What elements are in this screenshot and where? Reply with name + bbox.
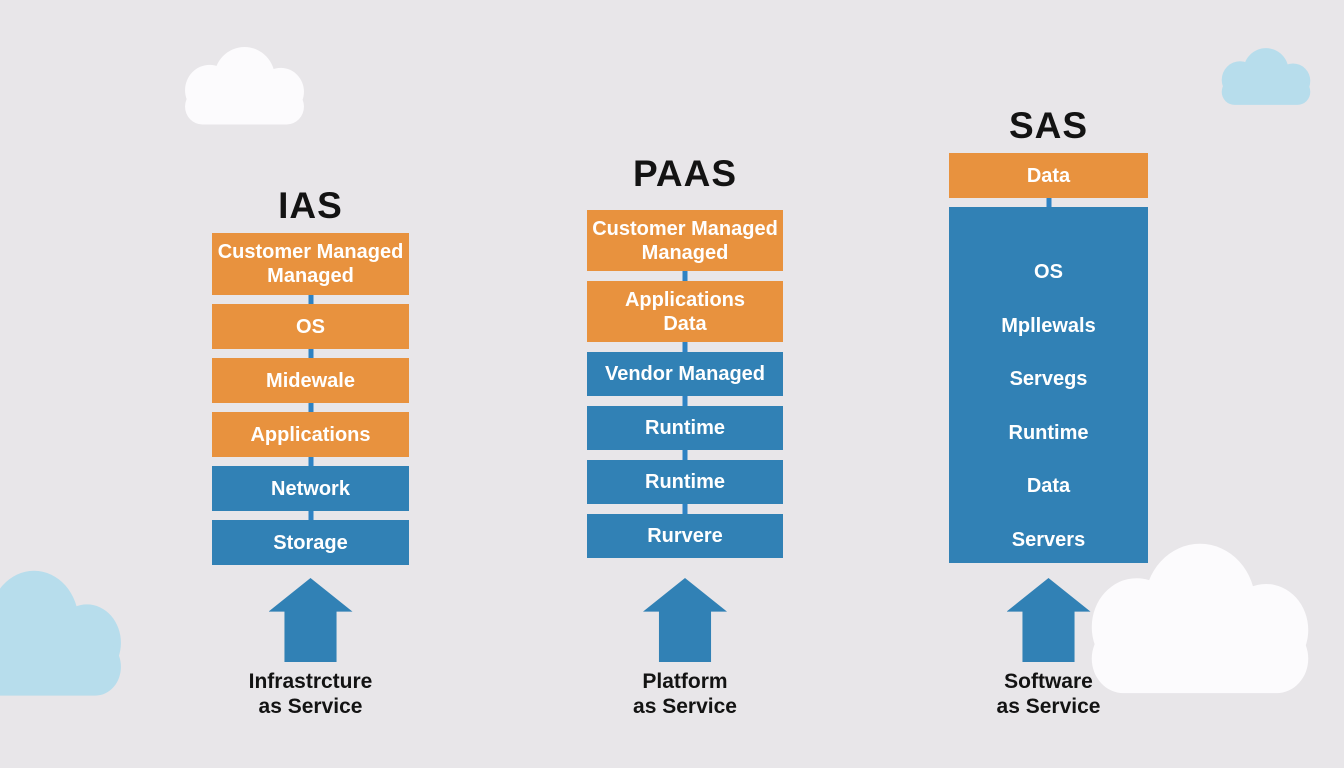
column-ias: IAS Customer Managed Managed OS Midewale… bbox=[212, 186, 409, 719]
service-box: Midewale bbox=[212, 358, 409, 403]
service-box: Storage bbox=[212, 520, 409, 565]
up-arrow-icon bbox=[1006, 578, 1091, 662]
service-box: OS bbox=[212, 304, 409, 349]
up-arrow-icon bbox=[643, 578, 727, 662]
service-box: Applications bbox=[212, 412, 409, 457]
service-box: Runtime bbox=[587, 460, 783, 504]
column-paas-caption: Platform as Service bbox=[633, 670, 737, 718]
column-ias-caption: Infrastrcture as Service bbox=[248, 670, 373, 718]
column-sas-stack: Data OS Mpllewals Servegs Runtime Data S… bbox=[949, 153, 1148, 563]
column-ias-stack: Customer Managed Managed OS Midewale App… bbox=[212, 233, 409, 565]
column-sas: SAS Data OS Mpllewals Servegs Runtime Da… bbox=[949, 106, 1148, 719]
service-box: Vendor Managed bbox=[587, 352, 783, 396]
cloud-bottom-left-icon bbox=[0, 570, 121, 696]
service-box: Runtime bbox=[587, 406, 783, 450]
big-box-item: Runtime bbox=[1008, 421, 1089, 444]
big-box-item: Mpllewals bbox=[1001, 314, 1096, 337]
column-ias-title: IAS bbox=[278, 185, 343, 226]
column-sas-title: SAS bbox=[1008, 105, 1089, 146]
service-box: Applications Data bbox=[587, 281, 783, 342]
service-box: Network bbox=[212, 466, 409, 511]
column-paas-title: PAAS bbox=[632, 153, 738, 194]
service-big-box: OS Mpllewals Servegs Runtime Data Server… bbox=[949, 207, 1148, 563]
big-box-item: Data bbox=[1026, 475, 1071, 498]
big-box-item: Servers bbox=[1011, 528, 1086, 551]
service-box: Customer Managed Managed bbox=[587, 210, 783, 271]
big-box-item: OS bbox=[1034, 261, 1063, 283]
column-paas-stack: Customer Managed Managed Applications Da… bbox=[587, 210, 783, 558]
service-box: Customer Managed Managed bbox=[212, 233, 409, 295]
cloud-bottom-right-icon bbox=[1091, 543, 1309, 694]
cloud-top-left-icon bbox=[185, 46, 304, 125]
cloud-top-right-icon bbox=[1221, 48, 1311, 105]
big-box-item: Servegs bbox=[1009, 368, 1088, 391]
column-sas-caption: Software as Service bbox=[996, 670, 1101, 718]
up-arrow-icon bbox=[268, 578, 353, 662]
service-box: Data bbox=[949, 153, 1148, 198]
service-box: Rurvere bbox=[587, 514, 783, 558]
column-paas: PAAS Customer Managed Managed Applicatio… bbox=[587, 154, 783, 719]
